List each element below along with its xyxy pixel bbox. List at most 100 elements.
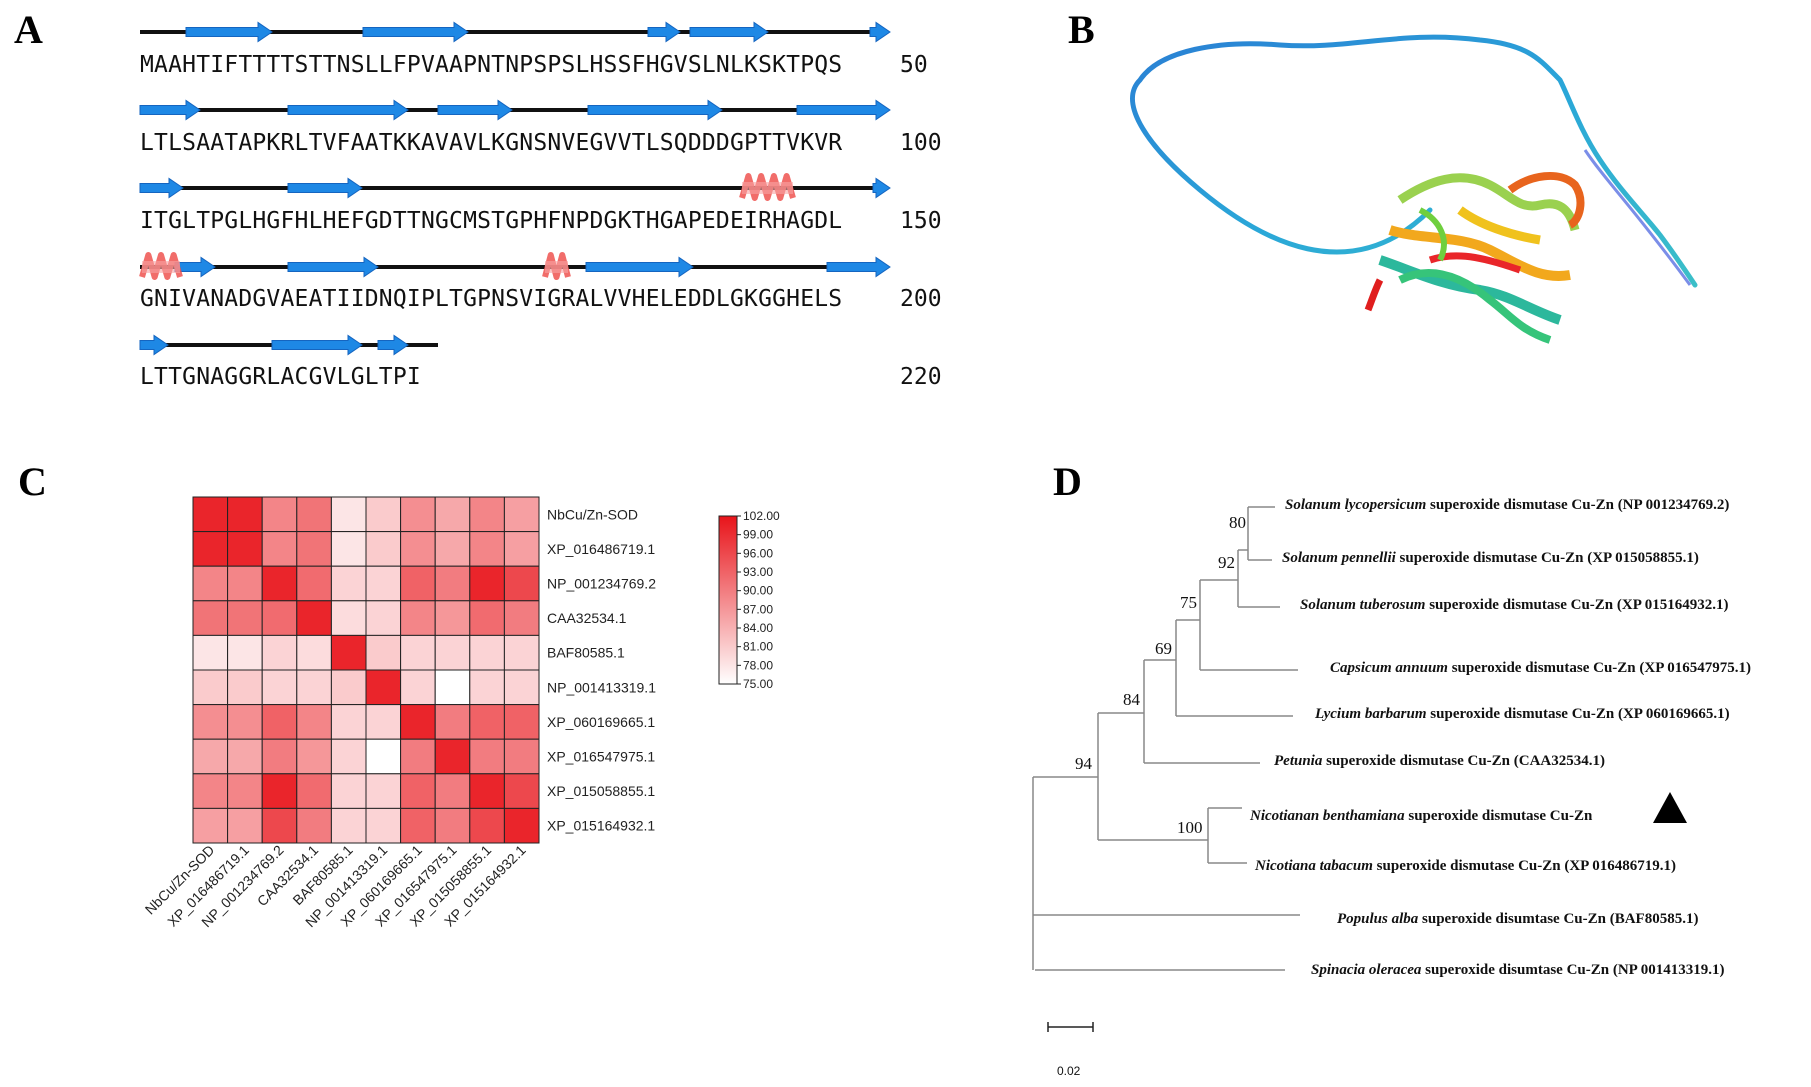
protein-3d-model <box>1130 34 1698 344</box>
tree-leaf: Solanum pennellii superoxide dismutase C… <box>1282 550 1699 566</box>
beta-strand-arrow <box>587 99 723 121</box>
legend-tick-label: 84.00 <box>743 621 773 635</box>
heatmap-cell <box>192 496 229 533</box>
beta-sheet-ribbon <box>1418 207 1447 262</box>
beta-strand-arrow <box>872 177 891 199</box>
heatmap-cell <box>365 704 402 740</box>
sequence-line-4: GNIVANADGVAEATIIDNQIPLTGPNSVIGRALVVHELED… <box>140 286 843 312</box>
legend-tick-label: 87.00 <box>743 602 773 616</box>
heatmap-cell <box>330 634 367 671</box>
heatmap-cell <box>469 531 505 567</box>
heatmap-row-label: CAA32534.1 <box>547 610 627 626</box>
sequence-position-2: 100 <box>900 130 942 156</box>
alpha-helix-body <box>142 261 180 273</box>
heatmap-row-label: XP_016547975.1 <box>547 749 655 765</box>
heatmap-cell <box>365 634 402 671</box>
beta-sheet-ribbon <box>1364 278 1384 312</box>
alpha-helix-body <box>742 182 793 194</box>
heatmap-cell <box>227 496 263 533</box>
beta-sheet-ribbon <box>1457 206 1541 245</box>
heatmap-cell <box>192 669 229 706</box>
heatmap-cell <box>296 773 332 809</box>
loop-ribbon <box>1130 34 1698 288</box>
heatmap-cell <box>192 704 229 740</box>
bootstrap-value: 94 <box>1075 754 1092 773</box>
beta-strand-arrow <box>139 334 169 356</box>
heatmap-row-label: XP_015058855.1 <box>547 783 655 799</box>
beta-strand-arrow <box>585 256 694 278</box>
heatmap-cell <box>296 704 332 740</box>
beta-strand-arrow <box>377 334 409 356</box>
phylogenetic-tree <box>1032 506 1687 1032</box>
heatmap-cell <box>296 565 332 602</box>
heatmap-cell <box>469 496 505 533</box>
heatmap-cell <box>400 773 436 809</box>
heatmap-cell <box>434 704 471 740</box>
legend-tick-label: 96.00 <box>743 546 773 560</box>
heatmap-row-label: NP_001413319.1 <box>547 679 656 695</box>
heatmap-cell <box>192 634 229 671</box>
heatmap-cell <box>261 807 298 844</box>
tree-leaf: Nicotianan benthamiana superoxide dismut… <box>1250 808 1593 824</box>
heatmap-cell <box>400 600 436 636</box>
tree-leaf: Nicotiana tabacum superoxide dismutase C… <box>1255 858 1677 874</box>
heatmap-cell <box>227 565 263 602</box>
heatmap-cell <box>261 773 298 809</box>
heatmap-cell <box>330 773 367 809</box>
heatmap-cell <box>400 565 436 602</box>
heatmap-cell <box>296 496 332 533</box>
heatmap-cell <box>400 634 436 671</box>
beta-strand-arrow <box>796 99 891 121</box>
heatmap-cell <box>227 669 263 706</box>
heatmap-cell <box>296 669 332 706</box>
heatmap-cell <box>434 738 471 775</box>
tree-leaf: Solanum lycopersicum superoxide dismutas… <box>1285 497 1730 513</box>
heatmap-cell <box>503 531 540 567</box>
heatmap-cell <box>192 531 229 567</box>
heatmap-cell <box>434 773 471 809</box>
heatmap-row-label: XP_015164932.1 <box>547 818 655 834</box>
bootstrap-value: 100 <box>1177 818 1203 837</box>
heatmap-cell <box>330 738 367 775</box>
heatmap-cell <box>434 634 471 671</box>
heatmap-cell <box>434 807 471 844</box>
sequence-position-1: 50 <box>900 52 928 78</box>
heatmap-cell <box>330 669 367 706</box>
beta-sheet-ribbon <box>1507 171 1585 229</box>
beta-strand-arrow <box>437 99 513 121</box>
heatmap-cell <box>503 738 540 775</box>
heatmap-cell <box>503 773 540 809</box>
heatmap-cell <box>434 531 471 567</box>
sequence-line-1: MAAHTIFTTTTSTTNSLLFPVAAPNTNPSPSLHSSFHGVS… <box>140 52 843 78</box>
legend-tick-label: 78.00 <box>743 658 773 672</box>
heatmap-cell <box>296 807 332 844</box>
heatmap-cell <box>503 600 540 636</box>
heatmap-cell <box>261 565 298 602</box>
tree-leaf: Solanum tuberosum superoxide dismutase C… <box>1300 597 1729 613</box>
heatmap-cell <box>261 738 298 775</box>
heatmap-cell <box>330 531 367 567</box>
bootstrap-value: 80 <box>1229 513 1246 532</box>
heatmap-cell <box>261 496 298 533</box>
beta-strand-arrow <box>271 334 363 356</box>
heatmap-cell <box>469 565 505 602</box>
sequence-position-4: 200 <box>900 286 942 312</box>
heatmap-cell <box>469 669 505 706</box>
heatmap-cell <box>330 807 367 844</box>
legend-tick-label: 90.00 <box>743 584 773 598</box>
beta-sheet-ribbon <box>1388 225 1571 281</box>
bootstrap-value: 69 <box>1155 639 1172 658</box>
heatmap-cell <box>227 600 263 636</box>
heatmap-cell <box>330 565 367 602</box>
beta-strand-arrow <box>287 99 409 121</box>
heatmap-cell <box>261 669 298 706</box>
tree-leaf: Petunia superoxide dismutase Cu-Zn (CAA3… <box>1274 753 1606 769</box>
target-marker-triangle-icon <box>1653 792 1687 823</box>
heatmap-cell <box>192 738 229 775</box>
heatmap-cell <box>503 704 540 740</box>
heatmap-cell <box>330 600 367 636</box>
beta-sheet-ribbon <box>1397 173 1580 232</box>
heatmap-cell <box>227 773 263 809</box>
panel-label-b: B <box>1068 7 1095 52</box>
heatmap-cell <box>469 634 505 671</box>
